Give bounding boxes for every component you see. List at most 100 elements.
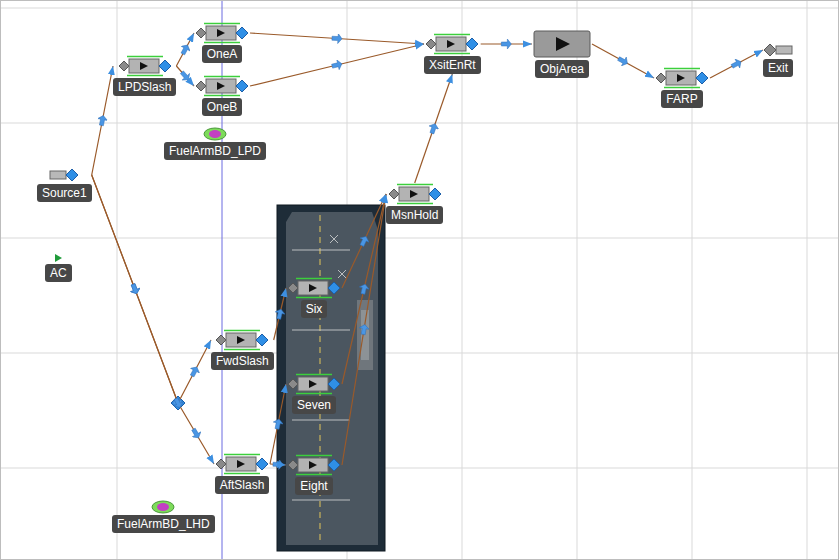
flow-connector [274, 288, 286, 340]
object-label: FuelArmBD_LHD [112, 515, 215, 533]
flow-connector [250, 44, 424, 86]
output-diamond [256, 458, 268, 470]
output-diamond [256, 334, 268, 346]
queue-line [224, 473, 260, 475]
output-diamond [159, 60, 171, 72]
object-label: Exit [763, 59, 793, 77]
output-diamond [696, 72, 708, 84]
server-box [298, 377, 328, 391]
play-symbol [309, 380, 317, 388]
simulation-object: XsitEnRt [424, 33, 481, 74]
queue-line [296, 455, 332, 457]
queue-line [397, 184, 433, 186]
object-label: FwdSlash [211, 352, 274, 370]
play-symbol [556, 37, 570, 51]
flow-connector [270, 384, 286, 464]
input-diamond [288, 460, 298, 470]
input-diamond [196, 81, 206, 91]
server-box [399, 187, 429, 201]
object-icon [52, 253, 64, 263]
output-diamond [66, 169, 78, 181]
play-symbol [447, 40, 455, 48]
simulation-object: FuelArmBD_LPD [164, 127, 266, 160]
flow-connector [342, 194, 386, 384]
flow-connector [592, 44, 654, 78]
object-label: MsnHold [386, 206, 443, 224]
input-diamond [764, 44, 776, 56]
server-box [298, 281, 328, 295]
object-label: XsitEnRt [424, 56, 481, 74]
flow-connector [250, 33, 424, 44]
simulation-object: LPDSlash [113, 55, 176, 96]
server-box [666, 71, 696, 85]
flow-connector [176, 33, 194, 66]
play-symbol [237, 336, 245, 344]
object-label: FuelArmBD_LPD [164, 142, 266, 160]
simulation-object: Eight [286, 454, 342, 495]
vehicle-symbol [55, 254, 62, 262]
flow-connector [342, 194, 386, 288]
flow-connector [415, 74, 453, 183]
queue-line [397, 203, 433, 205]
sink-box [776, 46, 792, 54]
input-diamond [288, 283, 298, 293]
flow-connector [92, 66, 113, 175]
flow-connector [481, 43, 532, 44]
queue-line [204, 95, 240, 97]
server-box [226, 457, 256, 471]
object-label: Source1 [37, 184, 92, 202]
play-symbol [309, 284, 317, 292]
play-symbol [309, 461, 317, 469]
queue-line [296, 474, 332, 476]
object-icon [763, 42, 793, 58]
play-symbol [237, 460, 245, 468]
object-label: AftSlash [215, 476, 270, 494]
flow-connector [270, 464, 286, 465]
object-label: Eight [295, 477, 332, 495]
queue-line [127, 75, 163, 77]
worker-symbol [152, 501, 174, 513]
ship-image [277, 205, 385, 551]
flow-connector [342, 194, 386, 465]
object-icon [117, 55, 173, 77]
server-box [129, 59, 159, 73]
simulation-object: Exit [763, 42, 793, 77]
server-box [206, 26, 236, 40]
simulation-object: Seven [286, 373, 342, 414]
queue-line [224, 330, 260, 332]
input-diamond [196, 28, 206, 38]
play-symbol [217, 82, 225, 90]
queue-line [224, 349, 260, 351]
queue-line [664, 87, 700, 89]
object-label: LPDSlash [113, 78, 176, 96]
server-box [206, 79, 236, 93]
object-label: AC [45, 264, 72, 282]
play-symbol [677, 74, 685, 82]
object-icon [654, 67, 710, 89]
server-box [534, 31, 590, 57]
object-icon [49, 167, 79, 183]
input-diamond [426, 39, 436, 49]
queue-line [127, 56, 163, 58]
object-icon [424, 33, 480, 55]
simulation-object: AftSlash [214, 453, 270, 494]
input-diamond [288, 379, 298, 389]
simulation-object: MsnHold [386, 183, 443, 224]
play-symbol [217, 29, 225, 37]
output-diamond [236, 27, 248, 39]
worker-symbol [204, 128, 226, 140]
flow-connector [176, 66, 194, 86]
queue-line [224, 454, 260, 456]
queue-line [204, 23, 240, 25]
source-box [50, 171, 66, 179]
output-diamond [328, 282, 340, 294]
object-icon [214, 329, 270, 351]
object-icon [286, 277, 342, 299]
simulation-object: FARP [654, 67, 710, 108]
output-diamond [328, 459, 340, 471]
queue-line [434, 53, 470, 55]
simulation-object: ObjArea [532, 29, 592, 78]
